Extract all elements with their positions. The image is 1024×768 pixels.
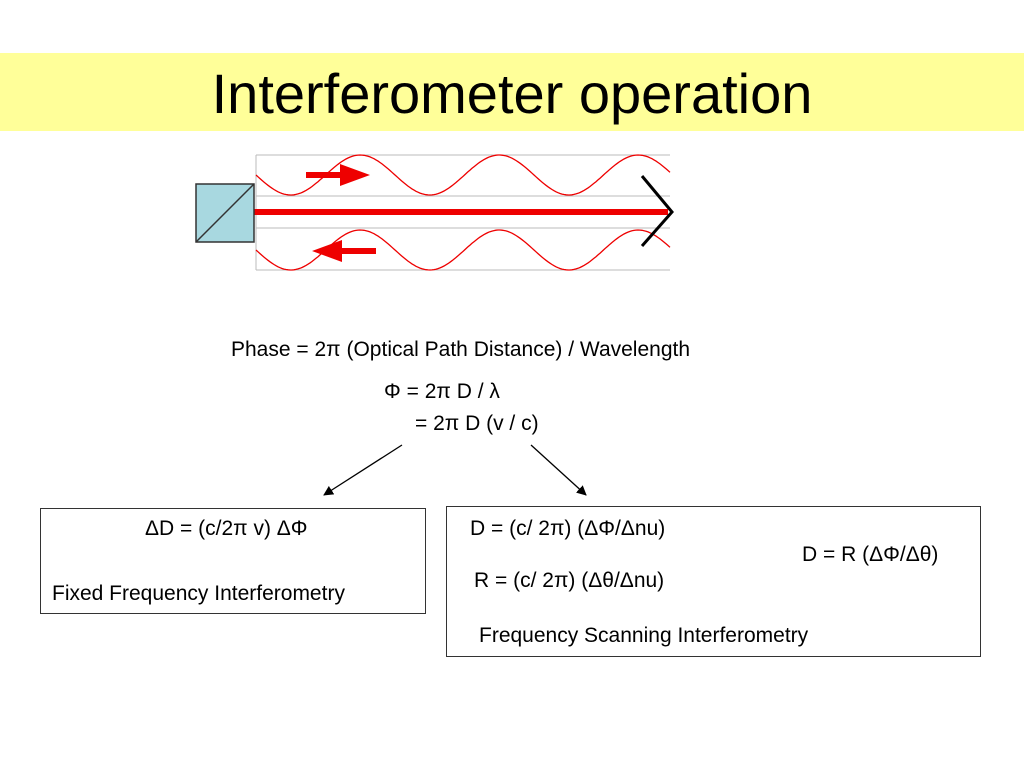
beamsplitter-diagonal — [195, 183, 255, 243]
frequency-scanning-equation-d: D = (c/ 2π) (ΔΦ/Δnu) — [470, 517, 666, 540]
frequency-scanning-equation-r: R = (c/ 2π) (Δθ/Δnu) — [474, 569, 665, 592]
forward-arrow-icon — [306, 164, 370, 186]
fixed-frequency-box — [40, 508, 426, 614]
arrow-to-fixed-frequency — [323, 444, 403, 496]
frequency-scanning-result: D = R (ΔΦ/Δθ) — [802, 543, 939, 566]
phi-equation-line2: = 2π D (v / c) — [415, 412, 539, 435]
frequency-scanning-label: Frequency Scanning Interferometry — [479, 624, 809, 647]
phase-definition: Phase = 2π (Optical Path Distance) / Wav… — [231, 338, 691, 361]
arrow-to-frequency-scanning — [530, 444, 587, 496]
slide-title: Interferometer operation — [211, 62, 813, 125]
title-band — [0, 53, 1024, 131]
frequency-scanning-box — [446, 506, 981, 657]
backward-arrow-icon — [312, 240, 376, 262]
retroreflector-icon — [640, 175, 674, 247]
phi-equation-line1: Φ = 2π D / λ — [384, 380, 500, 403]
fixed-frequency-equation: ΔD = (c/2π v) ΔΦ — [145, 517, 308, 540]
fixed-frequency-label: Fixed Frequency Interferometry — [52, 582, 345, 605]
